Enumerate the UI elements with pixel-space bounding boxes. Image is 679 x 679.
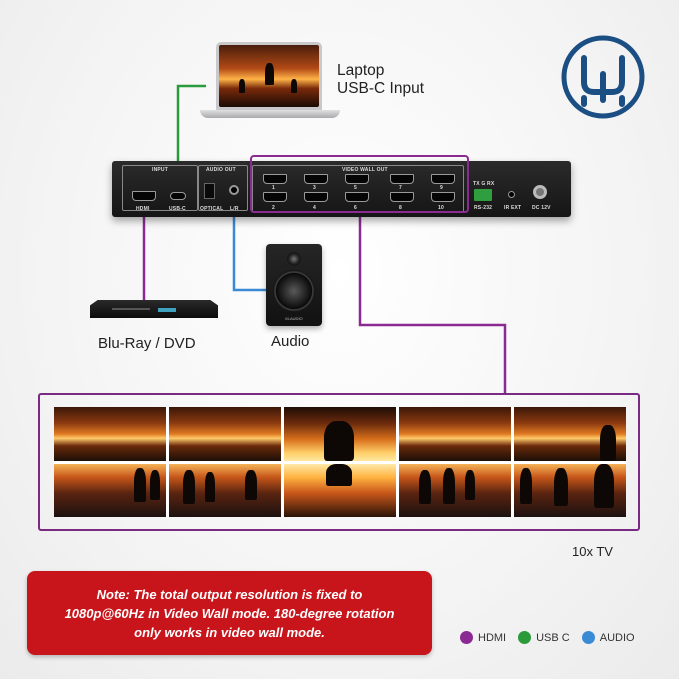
hdmi-out-9: [431, 174, 455, 184]
laptop-base: [200, 110, 340, 118]
bluray-body: [90, 300, 218, 318]
usbc-input-port: [170, 192, 186, 200]
laptop-screen: [216, 42, 322, 110]
legend-audio: AUDIO: [581, 631, 635, 644]
usbc-dot-icon: [518, 631, 532, 644]
audio-out-section: [198, 165, 248, 211]
out-number-2: 2: [272, 205, 275, 211]
tv-tile-8: [284, 463, 396, 517]
legend-usbc-label: USB C: [536, 631, 570, 644]
laptop-screen-image: [219, 45, 319, 107]
audio-label: Audio: [271, 333, 310, 350]
legend-audio-label: AUDIO: [599, 631, 635, 644]
note-text: Note: The total output resolution is fix…: [40, 585, 420, 642]
hdmi-out-8: [390, 192, 414, 202]
video-wall-out-label: VIDEO WALL OUT: [342, 167, 388, 173]
tv-wall-grid: [54, 407, 626, 517]
legend: HDMI USB C AUDIO: [460, 631, 635, 644]
out-number-4: 4: [313, 205, 316, 211]
hdmi-out-2: [263, 192, 287, 202]
tv-wall-frame: [38, 393, 640, 531]
laptop: [200, 42, 340, 122]
rs232-terminal: [474, 189, 492, 201]
dc-label: DC 12V: [532, 205, 551, 211]
audio-out-label: AUDIO OUT: [206, 167, 236, 173]
tv-tile-10: [514, 463, 626, 517]
hdmi-input-port: [132, 191, 156, 201]
rs232-label: RS-232: [474, 205, 493, 211]
laptop-label-line1: Laptop: [337, 62, 385, 79]
lr-label: L/R: [230, 206, 239, 212]
hdmi-out-7: [390, 174, 414, 184]
tv-tile-7: [169, 463, 281, 517]
ir-ext-jack: [508, 191, 515, 198]
hdmi-dot-icon: [460, 631, 473, 644]
hdmi-out-5: [345, 174, 369, 184]
note-line1: Note: The total output resolution is fix…: [96, 586, 363, 602]
tv-tile-2: [169, 407, 281, 461]
out-number-10: 10: [438, 205, 444, 211]
tv-tile-9: [399, 463, 511, 517]
ir-ext-label: IR EXT: [504, 205, 522, 211]
speaker: M-AUDIO: [266, 244, 322, 326]
legend-usbc: USB C: [518, 631, 570, 644]
out-number-7: 7: [399, 185, 402, 191]
legend-hdmi: HDMI: [460, 631, 506, 644]
tv-tile-4: [399, 407, 511, 461]
out-number-6: 6: [354, 205, 357, 211]
hdmi-out-10: [431, 192, 455, 202]
out-number-9: 9: [440, 185, 443, 191]
hdmi-wall-wire: [358, 216, 507, 393]
hdmi-out-1: [263, 174, 287, 184]
input-section: [122, 165, 198, 211]
out-number-3: 3: [313, 185, 316, 191]
audio-dot-icon: [581, 631, 595, 644]
bluray-display: [158, 308, 176, 312]
hdmi-out-3: [304, 174, 328, 184]
audio-wire: [232, 207, 267, 292]
tv-tile-3: [284, 407, 396, 461]
optical-port: [204, 183, 215, 199]
laptop-label: Laptop USB-C Input: [337, 62, 424, 98]
tv-wall-label: 10x TV: [572, 544, 613, 559]
out-number-1: 1: [272, 185, 275, 191]
legend-hdmi-label: HDMI: [478, 631, 507, 644]
speaker-tweeter: [287, 252, 301, 266]
laptop-label-line2: USB-C Input: [337, 80, 425, 97]
lr-audio-jack: [229, 185, 239, 195]
bluray-label: Blu-Ray / DVD: [98, 335, 196, 352]
dc-power-jack: [533, 185, 547, 199]
out-number-8: 8: [399, 205, 402, 211]
resolution-note: Note: The total output resolution is fix…: [27, 571, 432, 655]
speaker-brand: M-AUDIO: [285, 316, 303, 321]
hdmi-out-6: [345, 192, 369, 202]
tv-tile-1: [54, 407, 166, 461]
bluray-disc-tray: [112, 308, 150, 310]
out-number-5: 5: [354, 185, 357, 191]
note-line2: 1080p@60Hz in Video Wall mode. 180-degre…: [64, 605, 395, 621]
hdmi-port-label: HDMI: [136, 206, 150, 212]
video-wall-controller: INPUT HDMI USB-C AUDIO OUT OPTICAL L/R V…: [112, 161, 571, 217]
tv-tile-6: [54, 463, 166, 517]
speaker-woofer: [273, 270, 315, 312]
input-label: INPUT: [152, 167, 168, 173]
txrx-label: TX G RX: [473, 181, 495, 187]
brand-logo: [561, 35, 645, 119]
tv-tile-5: [514, 407, 626, 461]
hdmi-out-4: [304, 192, 328, 202]
note-line3: only works in video wall mode.: [134, 624, 325, 640]
bluray-player: [90, 300, 218, 322]
usbc-port-label: USB-C: [169, 206, 186, 212]
optical-label: OPTICAL: [200, 206, 224, 212]
usbc-wire: [176, 84, 206, 170]
video-wall-out-highlight: [250, 155, 469, 213]
